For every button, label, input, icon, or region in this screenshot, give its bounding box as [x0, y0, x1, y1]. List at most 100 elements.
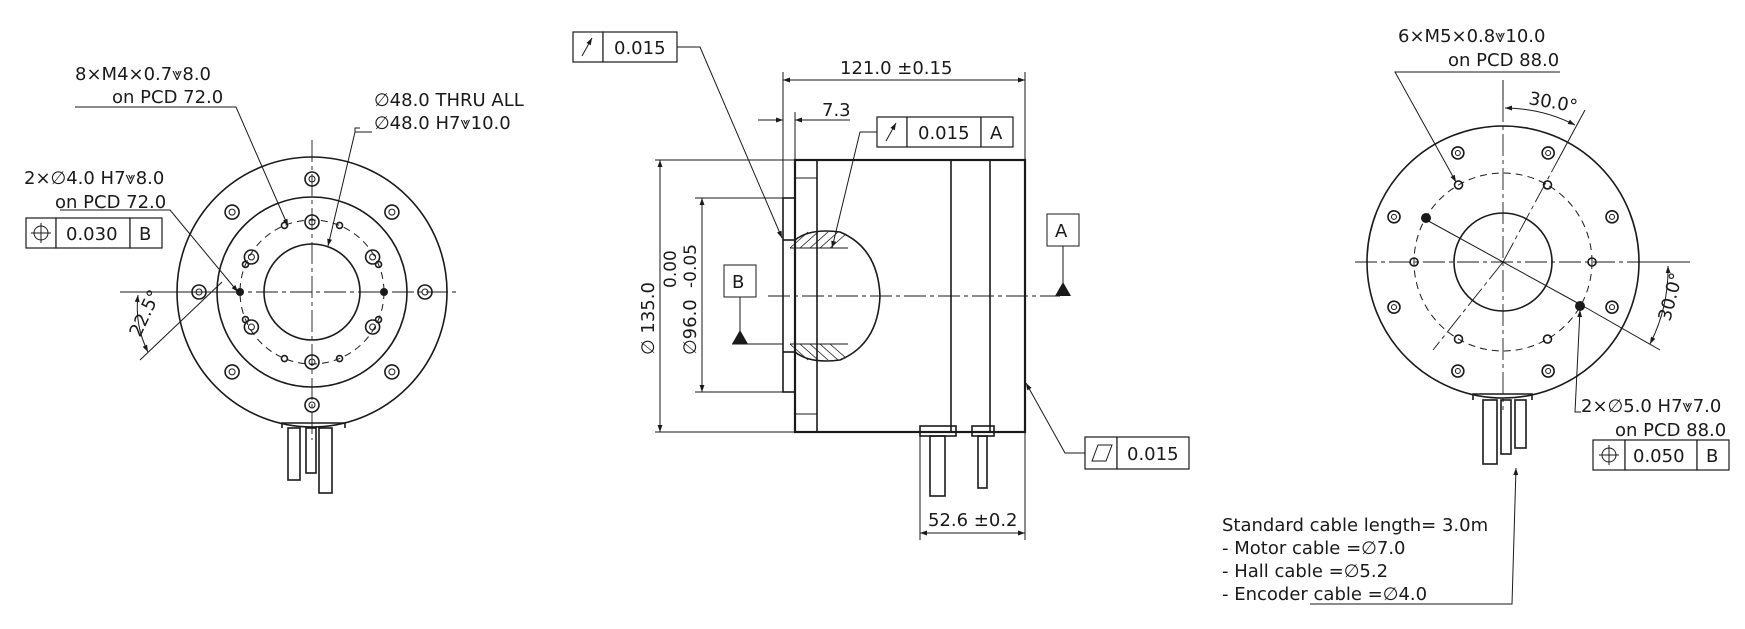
runout-fcf-mid: 0.015 A: [876, 116, 1014, 148]
left-m4-hole: [374, 260, 383, 269]
flange-offset-dim: 7.3: [822, 100, 851, 121]
cable-note-line1: Standard cable length= 3.0m: [1222, 515, 1488, 536]
left-inner-hole: [304, 354, 320, 370]
right-outer-hole: [1541, 364, 1555, 378]
right-outer-circle: [1366, 125, 1640, 399]
left-inner-hole-inner: [308, 218, 316, 226]
right-m5-hole: [1587, 257, 1597, 267]
right-outer-hole-inner: [1545, 149, 1552, 156]
datum-triangle-icon: [732, 330, 748, 344]
left-inner-hole: [364, 319, 381, 335]
right-outer-hole: [1387, 210, 1401, 224]
pilot-tol-lower: -0.05: [681, 244, 701, 288]
left-outer-hole-inner: [388, 368, 396, 376]
left-m4-callout-line2: on PCD 72.0: [112, 87, 223, 108]
left-outer-hole: [417, 284, 433, 300]
right-outer-hole: [1451, 146, 1465, 160]
overall-length-dim: 121.0 ±0.15: [840, 58, 952, 79]
right-m5-hole: [1409, 257, 1419, 267]
right-outer-hole-inner: [1454, 368, 1461, 375]
pilot-diameter-dim: ∅96.0: [680, 299, 701, 355]
right-outer-hole: [1541, 146, 1555, 160]
datum-a: A: [1046, 213, 1080, 296]
left-bore-circle: [263, 243, 361, 341]
datum-b-label: B: [732, 272, 744, 293]
flatness-fcf: 0.015: [1084, 436, 1190, 470]
runout-fcf-top: 0.015: [572, 31, 678, 63]
left-m4-hole: [280, 354, 289, 363]
outer-diameter-dim: ∅ 135.0: [638, 282, 659, 355]
cable-note-line3: - Hall cable =∅5.2: [1222, 561, 1388, 582]
left-inner-hole-inner: [369, 323, 377, 331]
left-bore-callout-line2: ∅48.0 H7⩔10.0: [374, 113, 511, 134]
right-outer-hole-inner: [1390, 213, 1397, 220]
left-outer-hole-inner: [308, 175, 316, 183]
left-m4-hole: [241, 260, 250, 269]
right-m5-callout-line1: 6×M5×0.8⩔10.0: [1398, 26, 1545, 47]
left-outer-hole: [384, 364, 400, 380]
right-outer-hole: [1605, 300, 1619, 314]
runout-mid-datum: A: [990, 123, 1003, 144]
left-end-view: 22.5° 8×M4×0.7⩔8.0 on PCD 72.0 ∅48.0 THR…: [24, 64, 524, 494]
left-bore-callout-line1: ∅48.0 THRU ALL: [374, 90, 524, 111]
right-fcf-tolerance: 0.050: [1633, 446, 1685, 467]
right-angle-top: 30.0°: [1527, 88, 1579, 117]
runout-mid-value: 0.015: [918, 123, 970, 144]
datum-a-label: A: [1055, 221, 1068, 242]
left-outer-hole: [224, 364, 240, 380]
right-m5-callout-line2: on PCD 88.0: [1448, 50, 1559, 71]
left-outer-hole: [224, 204, 240, 220]
right-position-fcf: 0.050 B: [1592, 439, 1730, 471]
left-inner-hole-inner: [247, 323, 255, 331]
left-outer-hole-inner: [228, 208, 236, 216]
left-outer-hole-inner: [421, 288, 429, 296]
right-m5-holes: [1409, 180, 1597, 344]
left-outer-hole-inner: [308, 401, 316, 409]
right-bore-circle: [1453, 212, 1553, 312]
left-inner-hole: [243, 249, 260, 265]
right-outer-hole-inner: [1609, 304, 1616, 311]
left-fcf-tolerance: 0.030: [66, 224, 118, 245]
right-outer-hole-inner: [1609, 213, 1616, 220]
right-m5-hole: [1542, 334, 1553, 344]
left-small-holes: [241, 221, 383, 363]
datum-b: B: [723, 264, 783, 345]
runout-symbol-icon: [581, 37, 593, 57]
flatness-value: 0.015: [1127, 444, 1179, 465]
left-outer-hole-inner: [388, 208, 396, 216]
right-end-view: 30.0° 30.0° 6×M5×0.8⩔10.0 on PCD 88.0 2×…: [1355, 26, 1730, 471]
left-pin-callout-line1: 2×∅4.0 H7⩔8.0: [24, 168, 164, 189]
left-angle-label: 22.5°: [125, 287, 165, 340]
right-outer-hole-inner: [1454, 149, 1461, 156]
left-m4-hole: [241, 315, 250, 324]
hatch-top: [789, 231, 848, 249]
right-outer-hole: [1451, 364, 1465, 378]
left-inner-hole-inner: [247, 253, 255, 261]
right-m5-hole: [1453, 180, 1464, 190]
left-inner-hole: [304, 214, 320, 230]
left-inner-hole-inner: [308, 358, 316, 366]
right-outer-hole-inner: [1390, 304, 1397, 311]
left-position-fcf: 0.030 B: [25, 217, 163, 249]
left-m4-callout-line1: 8×M4×0.7⩔8.0: [75, 64, 211, 85]
left-inner-holes: [243, 214, 381, 370]
right-m5-hole: [1453, 334, 1464, 344]
left-m4-hole: [335, 221, 344, 230]
left-outer-hole: [304, 397, 320, 413]
left-outer-hole: [304, 171, 320, 187]
left-m4-hole: [335, 354, 344, 363]
right-pin-callout-line1: 2×∅5.0 H7⩔7.0: [1581, 396, 1721, 417]
right-outer-hole-inner: [1545, 368, 1552, 375]
datum-triangle-icon: [1055, 282, 1071, 296]
left-inner-hole: [364, 249, 381, 265]
right-pin-callout-line2: on PCD 88.0: [1615, 420, 1726, 441]
right-fcf-datum: B: [1706, 446, 1718, 467]
left-outer-hole-inner: [228, 368, 236, 376]
side-view: 121.0 ±0.15 7.3 ∅ 135.0 ∅96.0 0.00 -0.05…: [572, 31, 1190, 540]
left-m4-hole: [374, 315, 383, 324]
runout-symbol-icon: [885, 122, 897, 142]
right-outer-hole: [1605, 210, 1619, 224]
right-pcd-circle: [1413, 172, 1593, 352]
